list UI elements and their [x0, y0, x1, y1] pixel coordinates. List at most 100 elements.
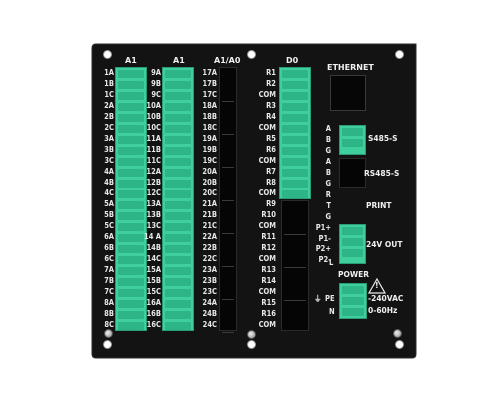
terminal-24v-out[interactable]: [339, 224, 366, 264]
terminal-screw-cell[interactable]: [165, 212, 191, 221]
terminal-screw-cell[interactable]: [282, 102, 308, 111]
terminal-screw-cell[interactable]: [165, 146, 191, 155]
terminal-screw-cell[interactable]: [282, 168, 308, 177]
terminal-screw-cell[interactable]: [282, 157, 308, 166]
terminal-screw-cell[interactable]: [165, 135, 191, 144]
terminal-screw-cell[interactable]: [165, 310, 191, 319]
label-a1-right-20: 15C: [146, 287, 161, 296]
terminal-screw-cell[interactable]: [282, 113, 308, 122]
terminal-block-a1-right[interactable]: [162, 67, 194, 331]
terminal-screw-cell[interactable]: [118, 267, 144, 276]
terminal-screw-cell[interactable]: [342, 307, 364, 316]
terminal-screw-cell[interactable]: [342, 138, 363, 147]
slot-rs485-2: [339, 158, 366, 188]
terminal-screw-cell[interactable]: [165, 201, 191, 210]
terminal-screw-cell[interactable]: [118, 179, 144, 188]
terminal-screw-cell[interactable]: [118, 80, 144, 89]
terminal-screw-cell[interactable]: [342, 296, 364, 305]
terminal-screw-cell[interactable]: [118, 256, 144, 265]
label-a1-left-8: 3C: [104, 155, 114, 165]
label-a1-left-12: 5A: [104, 199, 114, 209]
terminal-screw-cell[interactable]: [165, 299, 191, 308]
label-d0-0: R1: [266, 68, 276, 77]
label-d0-7: R6: [266, 144, 276, 154]
terminal-screw-cell[interactable]: [165, 113, 191, 122]
terminal-screw-cell[interactable]: [165, 168, 191, 177]
terminal-screw-cell[interactable]: [118, 223, 144, 232]
terminal-screw-cell[interactable]: [118, 245, 144, 254]
terminal-screw-cell[interactable]: [165, 321, 191, 330]
label-a1-a0-22: 24B: [202, 308, 217, 318]
label-a1-left-2: 1C: [104, 89, 114, 99]
terminal-screw-cell[interactable]: [118, 190, 144, 199]
label-a1-right-22: 16B: [146, 308, 161, 318]
terminal-rs485-1[interactable]: [339, 125, 366, 155]
terminal-screw-cell[interactable]: [165, 102, 191, 111]
terminal-screw-cell[interactable]: [118, 157, 144, 166]
terminal-screw-cell[interactable]: [118, 321, 144, 330]
terminal-screw-cell[interactable]: [118, 146, 144, 155]
terminal-screw-cell[interactable]: [118, 278, 144, 287]
terminal-screw-cell[interactable]: [165, 245, 191, 254]
label-a1-right-12: 13A: [146, 199, 161, 209]
label-power: POWER: [338, 270, 370, 279]
label-a1-a0-12: 21A: [202, 199, 217, 209]
terminal-screw-cell[interactable]: [165, 256, 191, 265]
terminal-screw-cell[interactable]: [165, 223, 191, 232]
terminal-screw-cell[interactable]: [165, 267, 191, 276]
terminal-screw-cell[interactable]: [118, 91, 144, 100]
terminal-screw-cell[interactable]: [118, 289, 144, 297]
label-a1-right-2: 9C: [151, 89, 161, 99]
terminal-screw-cell[interactable]: [165, 91, 191, 100]
terminal-screw-cell[interactable]: [342, 227, 363, 235]
ethernet-port[interactable]: [330, 75, 366, 111]
terminal-screw-cell[interactable]: [165, 70, 191, 78]
terminal-screw-cell[interactable]: [282, 70, 308, 78]
terminal-screw-cell[interactable]: [118, 299, 144, 308]
terminal-screw-cell[interactable]: [165, 157, 191, 166]
terminal-power[interactable]: [339, 283, 367, 319]
terminal-screw-cell[interactable]: [118, 124, 144, 133]
terminal-screw-cell[interactable]: [165, 278, 191, 287]
terminal-screw-cell[interactable]: [282, 135, 308, 144]
terminal-screw-cell[interactable]: [342, 248, 363, 257]
terminal-screw-cell[interactable]: [342, 128, 363, 136]
terminal-screw-cell[interactable]: [165, 124, 191, 133]
terminal-screw-cell[interactable]: [165, 190, 191, 199]
mount-hole-bottom-left: [103, 340, 112, 349]
terminal-screw-cell[interactable]: [342, 286, 364, 294]
terminal-block-d0[interactable]: [279, 67, 311, 199]
terminal-screw-cell[interactable]: [118, 310, 144, 319]
warning-icon: [368, 278, 386, 294]
terminal-block-a1-left[interactable]: [115, 67, 147, 331]
terminal-screw-cell[interactable]: [282, 179, 308, 188]
terminal-screw-cell[interactable]: [165, 289, 191, 297]
label-a1-a0-8: 19C: [202, 155, 217, 165]
label-a1-left-15: 6A: [104, 232, 114, 242]
terminal-screw-cell[interactable]: [118, 168, 144, 177]
label-a1-right-21: 16A: [146, 297, 161, 307]
terminal-screw-cell[interactable]: [118, 212, 144, 221]
terminal-screw-cell[interactable]: [118, 201, 144, 210]
terminal-screw-cell[interactable]: [165, 179, 191, 188]
label-a1-left-21: 8A: [104, 297, 114, 307]
terminal-screw-cell[interactable]: [118, 102, 144, 111]
terminal-screw-cell[interactable]: [165, 80, 191, 89]
label-d0-4: R4: [266, 111, 276, 121]
slot-divider: [222, 233, 234, 234]
label-a1-left-11: 4C: [104, 188, 114, 198]
terminal-screw-cell[interactable]: [118, 113, 144, 122]
terminal-screw-cell[interactable]: [282, 80, 308, 89]
terminal-screw-cell[interactable]: [342, 237, 363, 246]
label-rs485-3: A: [325, 156, 331, 166]
terminal-screw-cell[interactable]: [282, 124, 308, 133]
terminal-screw-cell[interactable]: [282, 146, 308, 155]
label-a1-right-18: 15A: [146, 265, 161, 275]
terminal-screw-cell[interactable]: [118, 234, 144, 243]
terminal-screw-cell[interactable]: [282, 91, 308, 100]
terminal-screw-cell[interactable]: [118, 135, 144, 144]
terminal-screw-cell[interactable]: [165, 234, 191, 243]
terminal-screw-cell[interactable]: [282, 190, 308, 199]
terminal-screw-cell[interactable]: [118, 70, 144, 78]
